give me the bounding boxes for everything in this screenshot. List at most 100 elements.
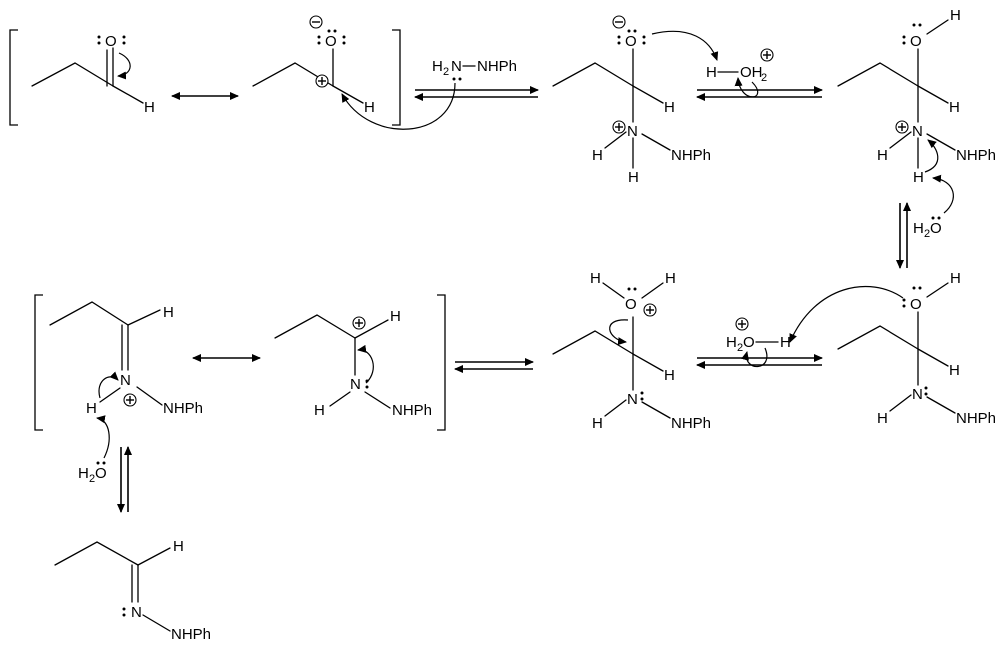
lone-pair [642,35,646,45]
curved-arrow [357,344,374,384]
plus-charge [895,120,909,134]
nitrogen-label: N [912,123,923,140]
hydronium-ion: H 2 O H [726,317,791,354]
hydrogen-label: H [664,367,675,384]
oxygen-label: O [625,296,637,313]
hydronium-ion: H OH 2 [706,48,774,84]
hydrogen-label: H [950,270,961,287]
hydrogen-label: H [163,304,174,321]
curved-arrow [789,285,904,343]
nitrogen-label: N [131,604,142,621]
minus-charge [612,15,626,29]
lone-pair [452,77,462,81]
oxygen-label: O [625,33,637,50]
curved-arrow [609,319,629,346]
nhph-label: NHPh [956,410,996,427]
nitrogen-label: N [350,376,361,393]
hydrogen-label: H [913,169,924,186]
zwitterion-intermediate: O H N H NHPh H [552,15,711,186]
hydrogen-label: H [592,147,603,164]
carbocation-form: H N H NHPh [274,308,432,419]
carbinolamine: O H H N H NHPh [837,270,996,427]
equilibrium-arrow [117,446,132,513]
reagent-n: N [451,58,462,75]
resonance-bracket-top [9,29,401,126]
curved-arrow [932,174,954,214]
resonance-bracket-bottom [34,294,446,431]
equilibrium-arrow [696,354,823,369]
carbonyl-resonance-form: O H [252,15,375,116]
reagent-nhph: NHPh [477,58,517,75]
oxygen-label: O [105,33,117,50]
equilibrium-arrow [414,86,539,101]
nitrogen-label: N [627,391,638,408]
hydrogen-label: H [364,99,375,116]
reagent-subscript: 2 [443,66,449,78]
water-h: H [913,220,924,237]
reagent-h: H [432,58,443,75]
lone-pair [912,286,922,290]
plus-charge [735,317,749,331]
lone-pair [97,35,101,45]
lone-pair [342,35,346,45]
curved-arrow [741,347,768,368]
water-h: H [726,334,737,351]
nhph-label: NHPh [171,626,211,643]
hydrogen-label: H [590,270,601,287]
oxygen-label: O [910,33,922,50]
nitrogen-label: N [912,386,923,403]
minus-charge [309,15,323,29]
oxygen-label: O [930,220,942,237]
lone-pair [902,298,906,308]
plus-charge [315,74,329,88]
hydrogen-label: H [877,410,888,427]
nhph-label: NHPh [163,400,203,417]
equilibrium-arrow [696,86,823,101]
hydrogen-label: H [665,270,676,287]
lone-pair [924,386,928,396]
water-molecule: H 2 O [913,216,942,240]
hydroxy-ammonium: O H H N H NHPh H [837,7,996,186]
lone-pair [912,23,922,27]
iminium-ion: H N H NHPh [49,301,203,417]
hydrogen-label: H [780,334,791,351]
lone-pair [902,35,906,45]
propanal: O H [31,33,155,116]
lone-pair [327,29,337,33]
hydrogen-label: H [144,99,155,116]
lone-pair [96,461,106,465]
plus-charge [760,48,774,62]
nhph-label: NHPh [671,147,711,164]
water-molecule: H 2 O [78,461,107,485]
curved-arrow [341,82,456,130]
hydrogen-label: H [390,308,401,325]
hydrogen-label: H [86,400,97,417]
lone-pair [931,216,941,220]
lone-pair [627,287,637,291]
nitrogen-label: N [120,372,131,389]
lone-pair [122,35,126,45]
protonated-carbinolamine: O H H H N H NHPh [552,270,711,432]
plus-charge [123,393,137,407]
subscript-two: 2 [737,342,743,354]
lone-pair [627,29,637,33]
subscript-two: 2 [924,228,930,240]
subscript-two: 2 [89,473,95,485]
hydrazone-product: H N NHPh [54,538,211,643]
curved-arrow [651,30,719,61]
reagent-phenylhydrazine: H 2 N NHPh [432,58,517,81]
plus-charge [612,120,626,134]
nhph-label: NHPh [392,402,432,419]
hydrogen-label: H [314,402,325,419]
nhph-label: NHPh [956,147,996,164]
subscript-two: 2 [761,72,767,84]
plus-charge [643,303,657,317]
lone-pair [640,391,644,401]
curved-arrow [96,415,110,459]
oh2-label: OH [740,64,763,81]
curved-arrow [98,371,119,399]
equilibrium-arrow [454,358,534,373]
hydrogen-label: H [949,362,960,379]
oxygen-label: O [910,296,922,313]
water-h: H [78,465,89,482]
